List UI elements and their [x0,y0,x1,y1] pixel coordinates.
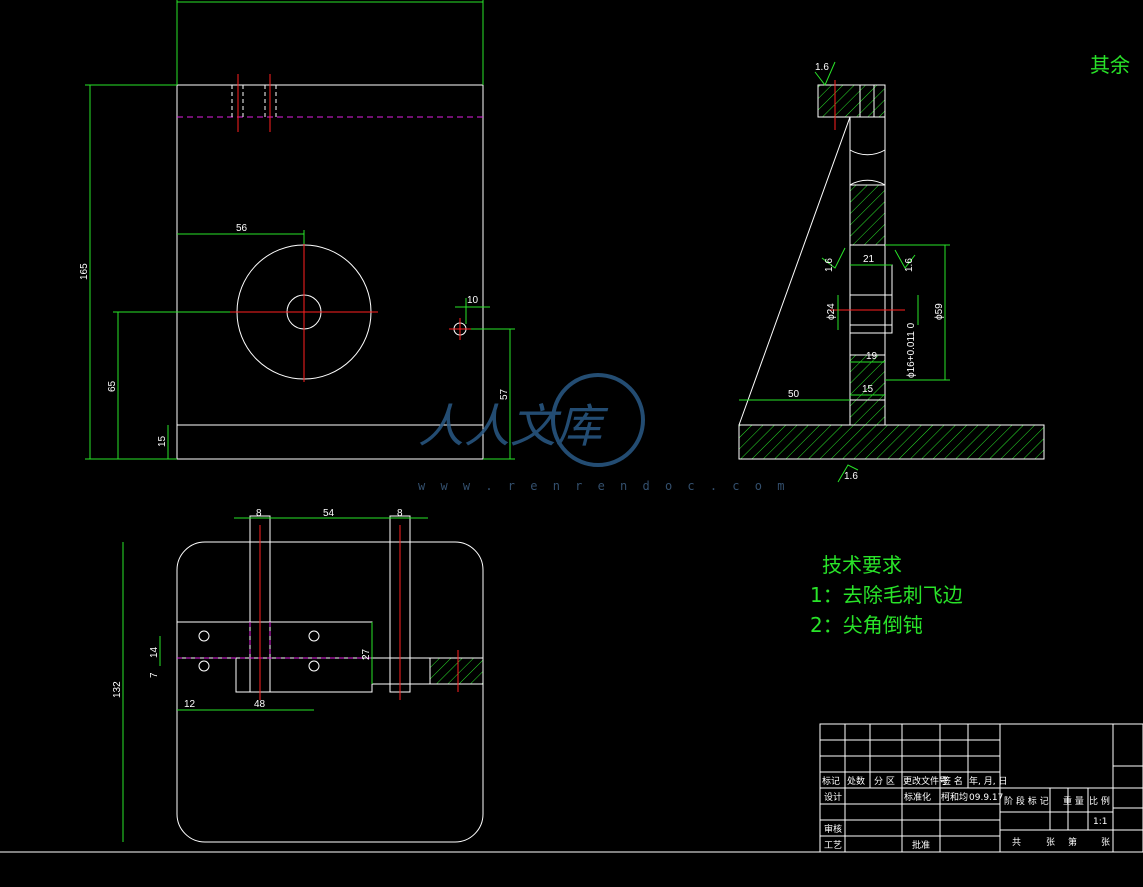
roughness-top-text: 1.6 [815,62,829,73]
dim-56-text: 56 [236,223,248,234]
dim-15-text: 15 [157,435,168,447]
watermark-ring [551,373,645,467]
front-lower-block [235,657,373,693]
tech-requirement-1: 1：去除毛刺飞边 [810,583,963,607]
title-block [819,723,1143,853]
tb-approve: 批准 [912,839,930,851]
tech-requirement-2: 2：尖角倒钝 [810,613,923,637]
dim-54-text: 54 [323,508,335,519]
tb-standardize: 标准化 [904,791,931,803]
front-view-outline [176,541,484,843]
dim-8b-text: 8 [397,508,403,519]
bore-step [849,264,893,334]
tb-total: 共 [1012,837,1021,848]
dim-57-text: 57 [499,388,510,400]
top-view: 56 10 165 65 15 57 [79,0,515,460]
tb-sign: 签 名 [942,775,963,787]
roughness-bottom-mark [837,464,859,483]
roughness-top-mark [814,61,836,86]
front-view: 8 54 8 14 7 27 132 12 48 [112,508,484,843]
front-hatch [429,657,484,685]
roughness-right-mark [894,249,916,269]
rib-diagonal [738,116,851,426]
upright-mid-section [849,184,886,246]
dim-8a-text: 8 [256,508,262,519]
dim-59-text: ϕ59 [934,303,945,320]
dim-27-text: 27 [361,648,372,660]
base-plate-section [738,424,1045,460]
upright-top-section [817,84,886,118]
tb-mark: 标记 [822,775,840,787]
tb-process: 工艺 [824,840,842,851]
tb-design: 设计 [824,791,842,803]
dim-132-text: 132 [112,681,123,698]
roughness-right-text: 1.6 [904,258,915,272]
top-screw [859,84,875,118]
tb-ratio: 比 例 [1089,795,1110,807]
roughness-left-text: 1.6 [824,258,835,272]
watermark: 人人文库 w w w . r e n r e n d o c . c o m [418,373,788,493]
tb-stage: 阶 段 标 记 [1004,795,1049,807]
dim-24-text: ϕ24 [826,303,837,320]
dim-16-text: ϕ16+0.011 0 [906,322,917,378]
tb-scale: 1:1 [1093,817,1107,827]
tb-zone: 分 区 [874,776,895,787]
dim-21-text: 21 [863,254,875,265]
title-block-text: 标记 处数 分 区 更改文件号 签 名 年, 月, 日 设计 标准化 柯和均 0… [822,775,1110,851]
dim-165-text: 165 [79,263,90,280]
watermark-text: 人人文库 [418,399,609,453]
dim-10-text: 10 [467,295,479,306]
dim-19-text: 19 [866,351,878,362]
front-hole-4 [308,660,320,672]
roughness-bottom-text: 1.6 [844,471,858,482]
tb-standardize-name: 柯和均 [941,791,968,803]
dim-15s-text: 15 [862,384,874,395]
tb-count: 处数 [847,775,865,787]
dim-65-text: 65 [107,380,118,392]
arc-upper [849,149,886,156]
top-view-outline [176,84,484,460]
tb-review: 审核 [824,823,842,835]
tb-weight: 重 量 [1063,795,1084,807]
tb-sheets2: 张 [1101,837,1110,848]
tb-nth: 第 [1068,836,1077,848]
side-view: 1.6 1.6 1.6 1.6 21 ϕ59 ϕ24 ϕ16+0.011 0 1… [738,61,1045,483]
front-hole-2 [308,630,320,642]
tb-change: 更改文件号 [903,775,948,787]
tb-date: 09.9.17 [969,793,1003,803]
dim-48-text: 48 [254,699,266,710]
dim-50-text: 50 [788,389,800,400]
rest-roughness-note: 其余 [1090,53,1130,77]
roughness-left-mark [821,247,846,269]
tb-date-hdr: 年, 月, 日 [969,775,1007,787]
front-hole-1 [198,630,210,642]
dim-12-text: 12 [184,699,196,710]
dim-7-text: 7 [149,672,160,678]
watermark-url: w w w . r e n r e n d o c . c o m [418,479,788,493]
tb-sheets1: 张 [1046,837,1055,848]
dim-14-text: 14 [149,646,160,658]
arc-lower [849,179,886,186]
tech-requirements-title: 技术要求 [822,553,902,577]
front-hole-3 [198,660,210,672]
